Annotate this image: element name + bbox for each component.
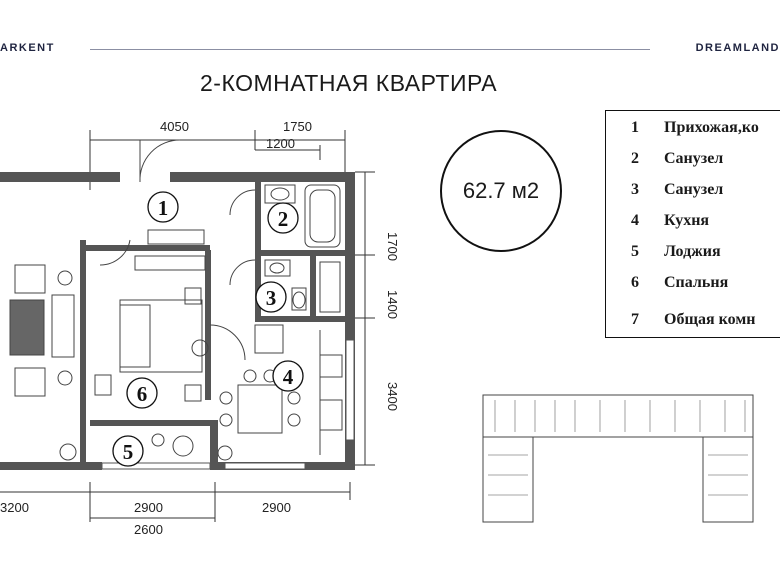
- dimension-top-left: 4050: [160, 119, 189, 134]
- legend-label: Санузел: [664, 150, 724, 167]
- legend-number: 2: [631, 150, 639, 167]
- legend-number: 4: [631, 212, 639, 229]
- legend-label: Кухня: [664, 212, 710, 229]
- dimension-lines: [0, 130, 375, 522]
- legend-row: 5 Лоджия: [606, 237, 721, 267]
- living-furniture: [9, 264, 75, 397]
- legend-row: 7 Общая комн: [606, 305, 755, 335]
- legend-row: 3 Санузел: [606, 175, 723, 205]
- legend-row: 4 Кухня: [606, 206, 709, 236]
- dimension-top-right: 1750: [283, 119, 312, 134]
- dimension-right-mid: 1400: [385, 290, 400, 319]
- legend-row: 1 Прихожая,ко: [606, 113, 759, 143]
- legend-label: Общая комн: [664, 311, 756, 328]
- room-number: 3: [266, 286, 277, 310]
- brand-left: ARKENT: [0, 42, 55, 54]
- windows: [101, 339, 355, 470]
- room-number: 1: [158, 196, 169, 220]
- legend-label: Лоджия: [664, 243, 721, 260]
- legend-label: Санузел: [664, 181, 724, 198]
- legend-label: Прихожая,ко: [664, 119, 759, 136]
- room-number: 5: [123, 440, 134, 464]
- dimension-bottom-mid-bottom: 2600: [134, 522, 163, 537]
- legend-number: 6: [631, 274, 639, 291]
- dimension-right-top: 1700: [385, 232, 400, 261]
- dimension-bottom-mid-top: 2900: [134, 500, 163, 515]
- brand-right: DREAMLAND: [695, 42, 780, 54]
- dimension-top-inner: 1200: [266, 136, 295, 151]
- dimension-right-bottom: 3400: [385, 382, 400, 411]
- legend-number: 7: [631, 311, 639, 328]
- kitchen-furniture: [219, 324, 343, 455]
- header-divider: [90, 49, 650, 50]
- fixtures: [264, 184, 341, 313]
- room-markers: [112, 191, 304, 467]
- dimension-bottom-left: 3200: [0, 500, 29, 515]
- building-site-plan: [482, 394, 754, 523]
- room-number: 4: [283, 365, 294, 389]
- room-number: 6: [137, 382, 148, 406]
- walls: [0, 172, 355, 470]
- legend-label: Спальня: [664, 274, 729, 291]
- page-title: 2-КОМНАТНАЯ КВАРТИРА: [200, 70, 498, 96]
- doors: [99, 139, 256, 361]
- legend-number: 3: [631, 181, 639, 198]
- plants: [59, 339, 233, 461]
- dimension-bottom-right: 2900: [262, 500, 291, 515]
- legend-row: 6 Спальня: [606, 268, 728, 298]
- bedroom-furniture: [94, 229, 206, 402]
- legend-number: 1: [631, 119, 639, 136]
- loggia-furniture: [151, 433, 194, 457]
- legend-row: 2 Санузел: [606, 144, 723, 174]
- room-legend: 1 Прихожая,ко 2 Санузел 3 Санузел 4 Кухн…: [605, 110, 780, 338]
- room-number: 2: [278, 207, 289, 231]
- legend-number: 5: [631, 243, 639, 260]
- area-badge: 62.7 м2: [440, 130, 562, 252]
